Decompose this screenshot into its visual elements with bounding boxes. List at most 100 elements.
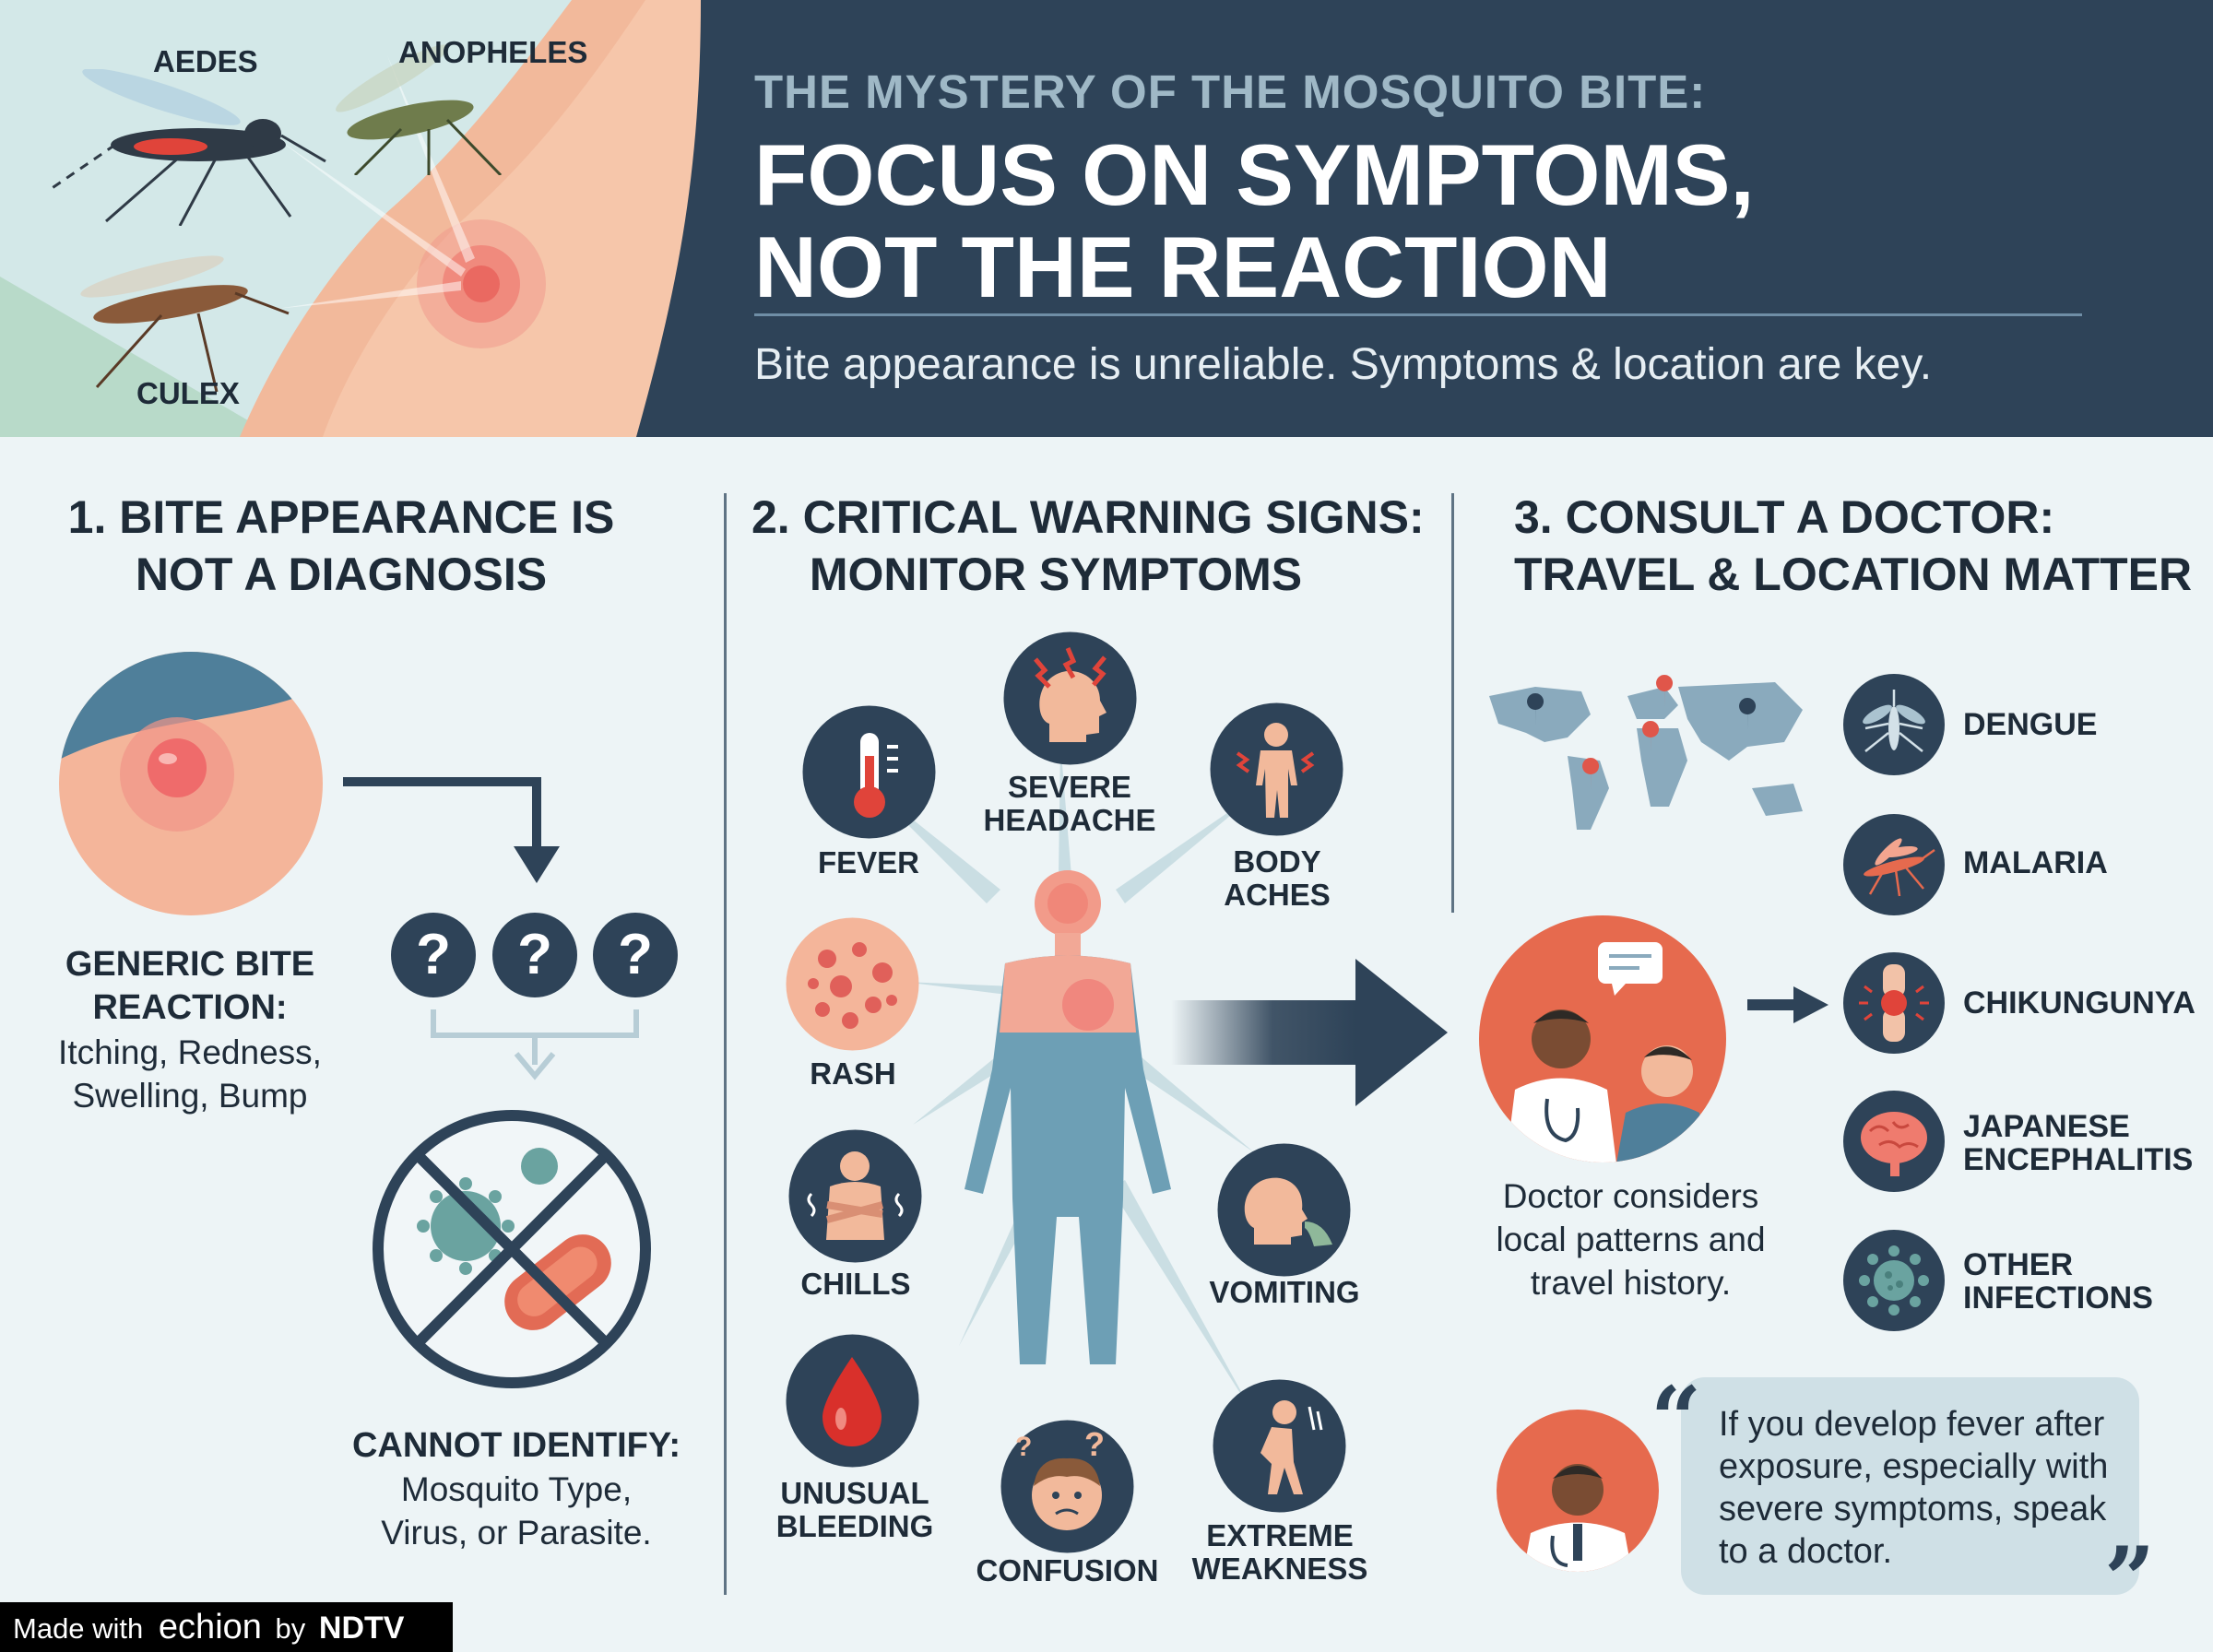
- other-infections-line2: INFECTIONS: [1963, 1280, 2153, 1316]
- header-supertitle: THE MYSTERY OF THE MOSQUITO BITE:: [754, 65, 1707, 118]
- question-circle-3: ?: [593, 913, 678, 997]
- fever-label: FEVER: [817, 845, 920, 879]
- aedes-mosquito-icon: [51, 69, 326, 226]
- footer-made-with: Made with: [13, 1612, 144, 1645]
- blood-drop-icon: [786, 1334, 919, 1468]
- quote-line1: If you develop fever after: [1719, 1405, 2105, 1444]
- generic-bite-text-line2: Swelling, Bump: [72, 1077, 308, 1115]
- confusion-label: CONFUSION: [976, 1553, 1159, 1587]
- dengue-mosquito-icon: [1843, 674, 1945, 775]
- quote-line2: exposure, especially with: [1719, 1447, 2109, 1486]
- section2-title: 2. CRITICAL WARNING SIGNS: MONITOR SYMPT…: [751, 489, 1425, 603]
- quote-line3: severe symptoms, speak: [1719, 1490, 2107, 1528]
- header-divider: [754, 313, 2082, 316]
- header-background: [636, 0, 2213, 437]
- joint-pain-icon: [1843, 952, 1945, 1054]
- je-label-line1: JAPANESE: [1963, 1109, 2130, 1144]
- anopheles-mosquito-icon: [336, 44, 503, 175]
- header-subtitle: Bite appearance is unreliable. Symptoms …: [754, 340, 1933, 389]
- body-aches-label: BODY ACHES: [1203, 845, 1351, 912]
- doctor-considers-text: Doctor considers local patterns and trav…: [1462, 1174, 1800, 1304]
- generic-bite-title-line2: REACTION:: [92, 988, 288, 1027]
- footer-brand: echion: [158, 1608, 262, 1646]
- je-label-line2: ENCEPHALITIS: [1963, 1142, 2194, 1177]
- column-divider-2: [1451, 493, 1454, 913]
- cannot-identify-title: CANNOT IDENTIFY:: [351, 1426, 681, 1465]
- question-mark-3: ?: [618, 923, 653, 986]
- no-pathogen-icon: [373, 1110, 651, 1388]
- question-mark-2: ?: [517, 923, 552, 986]
- anopheles-label: ANOPHELES: [398, 35, 588, 69]
- headache-label-line1: SEVERE: [1008, 770, 1131, 804]
- virus-icon: [1843, 1230, 1945, 1331]
- chikungunya-label: CHIKUNGUNYA: [1963, 985, 2195, 1021]
- bite-closeup-icon: [59, 652, 323, 915]
- generic-bite-title-line1: GENERIC BITE: [65, 945, 315, 984]
- cannot-identify-text-line1: Mosquito Type,: [400, 1470, 633, 1508]
- question-circle-2: ?: [492, 913, 577, 997]
- world-map-icon: [1489, 675, 1803, 830]
- quote-text: If you develop fever after exposure, esp…: [1719, 1403, 2108, 1573]
- footer-by: by: [275, 1612, 306, 1645]
- aedes-label: AEDES: [153, 44, 258, 78]
- footer-partner: NDTV: [318, 1611, 405, 1646]
- thermometer-icon: [802, 705, 936, 839]
- close-quote-mark: ”: [2104, 1528, 2156, 1632]
- other-infections-label: OTHER INFECTIONS: [1963, 1248, 2153, 1315]
- doctor-avatar: [1497, 1410, 1659, 1572]
- section1-title-line2: NOT A DIAGNOSIS: [135, 549, 548, 600]
- section1-title-line1: 1. BITE APPEARANCE IS: [67, 491, 615, 543]
- arrow-down-icon: [343, 777, 560, 883]
- section2-title-line2: MONITOR SYMPTOMS: [809, 549, 1303, 600]
- weakness-label-line2: WEAKNESS: [1191, 1552, 1368, 1586]
- body-aches-label-line2: ACHES: [1224, 878, 1331, 912]
- confusion-question-2: ?: [1084, 1425, 1105, 1463]
- doctor-considers-line2: local patterns and: [1496, 1221, 1766, 1258]
- other-infections-line1: OTHER: [1963, 1247, 2073, 1282]
- question-mark-1: ?: [416, 923, 451, 986]
- culex-label: CULEX: [136, 376, 240, 410]
- je-label: JAPANESE ENCEPHALITIS: [1963, 1110, 2193, 1176]
- bleeding-label-line1: UNUSUAL: [780, 1476, 929, 1510]
- section3-title-line1: 3. CONSULT A DOCTOR:: [1514, 491, 2055, 543]
- mosquito-illustration-panel: AEDES ANOPHELES CULEX: [0, 0, 701, 437]
- headache-label-line2: HEADACHE: [983, 803, 1156, 837]
- generic-bite-text-line1: Itching, Redness,: [58, 1033, 322, 1071]
- vomiting-icon: [1217, 1143, 1351, 1277]
- confusion-icon: [1000, 1420, 1134, 1553]
- footer-credit[interactable]: Made with echion by NDTV: [0, 1602, 453, 1652]
- malaria-mosquito-icon: [1843, 814, 1945, 915]
- body-aches-icon: [1210, 702, 1343, 836]
- section3-title: 3. CONSULT A DOCTOR: TRAVEL & LOCATION M…: [1514, 489, 2192, 603]
- culex-mosquito-icon: [80, 255, 290, 393]
- quote-bubble: [1681, 1377, 2139, 1595]
- confusion-question-1: ?: [1015, 1432, 1033, 1462]
- generic-bite-text: Itching, Redness, Swelling, Bump: [37, 1031, 343, 1117]
- big-arrow-right-icon: [1171, 959, 1448, 1106]
- bracket-arrow-icon: [431, 1009, 639, 1080]
- rash-icon: [786, 917, 919, 1051]
- weakness-label: EXTREME WEAKNESS: [1188, 1519, 1372, 1586]
- question-circle-1: ?: [391, 913, 476, 997]
- brain-icon: [1843, 1091, 1945, 1192]
- dengue-label: DENGUE: [1963, 707, 2098, 742]
- section2-title-line1: 2. CRITICAL WARNING SIGNS:: [751, 491, 1425, 543]
- column-divider-1: [724, 493, 727, 1595]
- open-quote-mark: “: [1651, 1367, 1702, 1471]
- malaria-label: MALARIA: [1963, 845, 2108, 880]
- doctor-patient-icon: [1479, 915, 1726, 1162]
- headache-label: SEVERE HEADACHE: [977, 771, 1162, 837]
- bleeding-label: UNUSUAL BLEEDING: [763, 1477, 947, 1543]
- vomiting-label: VOMITING: [1209, 1275, 1360, 1309]
- arrow-right-icon: [1747, 986, 1828, 1023]
- rash-label: RASH: [810, 1056, 896, 1091]
- header-title: FOCUS ON SYMPTOMS, NOT THE REACTION: [754, 129, 1755, 313]
- weakness-label-line1: EXTREME: [1206, 1518, 1354, 1552]
- weakness-icon: [1213, 1379, 1346, 1513]
- section3-title-line2: TRAVEL & LOCATION MATTER: [1514, 549, 2193, 600]
- quote-line4: to a doctor.: [1719, 1532, 1893, 1571]
- doctor-considers-line1: Doctor considers: [1502, 1177, 1759, 1215]
- headache-icon: [1003, 631, 1137, 765]
- body-aches-label-line1: BODY: [1233, 844, 1321, 879]
- bleeding-label-line2: BLEEDING: [775, 1509, 934, 1543]
